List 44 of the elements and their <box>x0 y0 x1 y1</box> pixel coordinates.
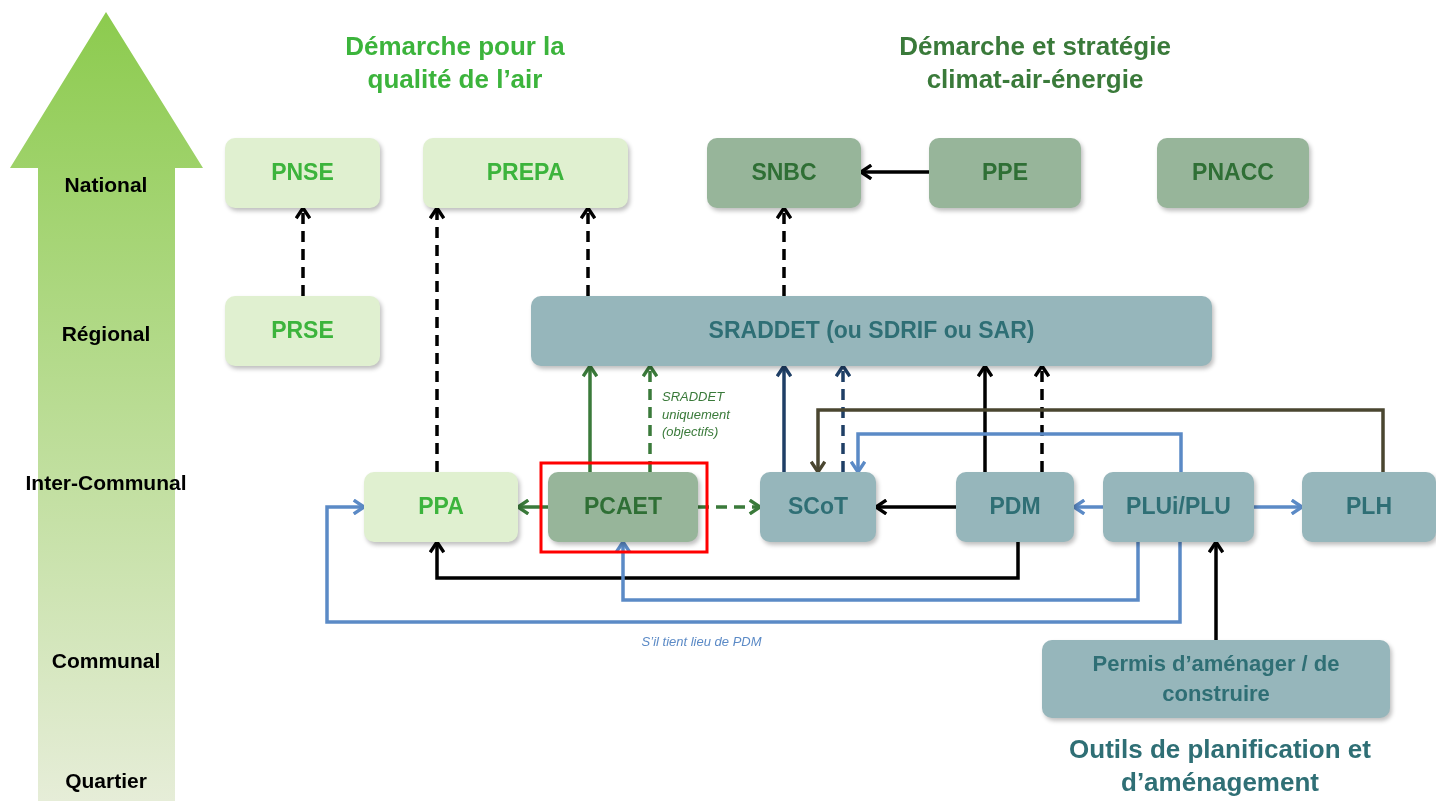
plan-box: SNBC <box>707 138 861 208</box>
section-heading: Outils de planification et d’aménagement <box>1068 733 1372 798</box>
arrow <box>874 498 956 516</box>
level-label: Régional <box>60 321 152 347</box>
arrow <box>834 364 852 472</box>
arrow <box>428 540 1020 580</box>
plan-box: SCoT <box>760 472 876 542</box>
plan-box: PPE <box>929 138 1081 208</box>
level-label: Quartier <box>64 768 148 794</box>
arrow <box>859 163 929 181</box>
arrow <box>1072 498 1103 516</box>
plan-box: PLUi/PLU <box>1103 472 1254 542</box>
arrow <box>1254 498 1304 516</box>
arrow <box>516 498 548 516</box>
level-label: Communal <box>50 648 162 674</box>
plan-box: PREPA <box>423 138 628 208</box>
level-label: National <box>63 172 149 198</box>
section-heading: Démarche pour la qualité de l’air <box>344 30 566 95</box>
arrow <box>775 364 793 472</box>
arrow <box>809 408 1385 474</box>
plan-box: SRADDET (ou SDRIF ou SAR) <box>531 296 1212 366</box>
arrow <box>1033 364 1051 472</box>
arrow <box>325 498 1182 624</box>
level-label: Inter-Communal <box>24 470 188 496</box>
arrow <box>976 364 994 472</box>
plan-box: PLH <box>1302 472 1436 542</box>
plan-box: PRSE <box>225 296 380 366</box>
arrow <box>428 206 446 472</box>
plan-box: PCAET <box>548 472 698 542</box>
arrow <box>614 540 1140 602</box>
arrow <box>698 498 762 516</box>
plan-box: PNSE <box>225 138 380 208</box>
arrow <box>775 206 793 296</box>
arrow <box>849 432 1183 474</box>
plan-box: PPA <box>364 472 518 542</box>
section-heading: Démarche et stratégie climat-air-énergie <box>898 30 1172 95</box>
arrow <box>641 364 659 472</box>
arrow <box>1207 540 1225 640</box>
plan-box: PDM <box>956 472 1074 542</box>
plan-box: Permis d’aménager / de construire <box>1042 640 1390 718</box>
arrow <box>294 206 312 296</box>
arrow <box>581 364 599 472</box>
arrow <box>579 206 597 296</box>
plan-box: PNACC <box>1157 138 1309 208</box>
